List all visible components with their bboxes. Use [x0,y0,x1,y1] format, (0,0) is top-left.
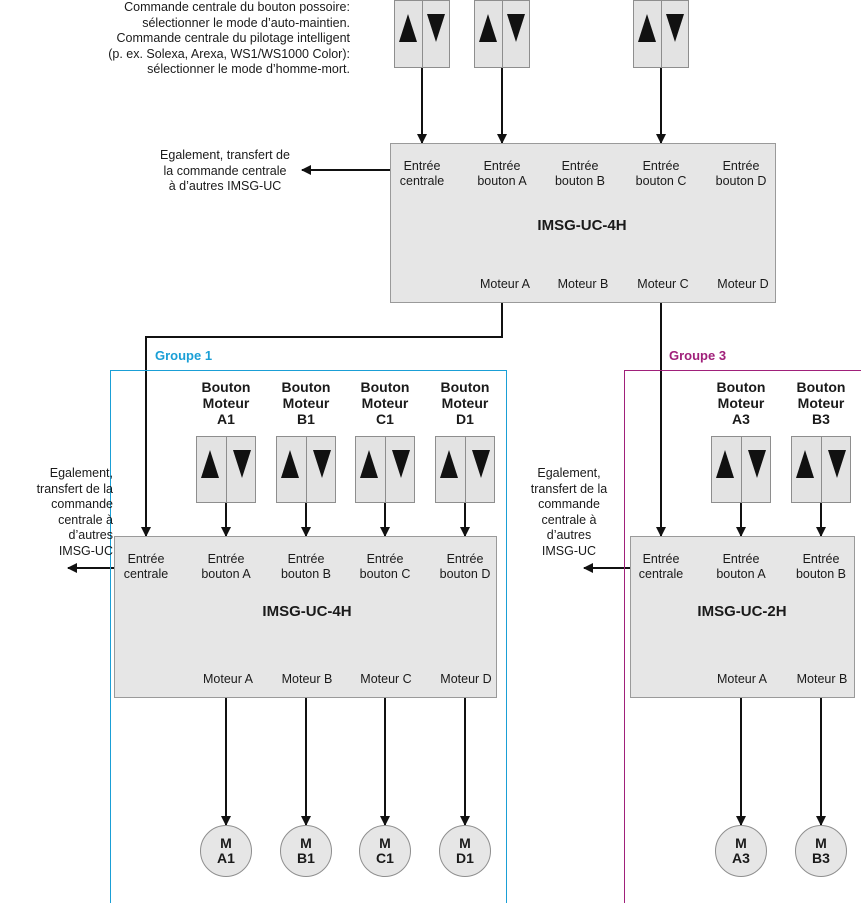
line-top-motor-a-to-group1 [141,303,503,537]
g3-module-output-b: Moteur B [796,672,848,686]
top-switch-a [474,0,530,68]
top-note-line: Commande centrale du bouton possoire: [124,0,350,14]
group-3-module [630,536,855,698]
g1-switch-d1 [435,436,495,503]
up-triangle-icon [796,450,814,478]
g1-switch-b1 [276,436,336,503]
down-triangle-icon [427,14,445,42]
top-module [390,143,776,303]
g1-module-output-b: Moteur B [281,672,333,686]
motor-b1 [280,825,332,877]
motor-d1 [439,825,491,877]
up-triangle-icon [201,450,219,478]
g1-module-output-a: Moteur A [202,672,254,686]
top-note-line: sélectionner le mode d’homme-mort. [147,62,350,77]
down-triangle-icon [666,14,684,42]
top-module-output-d: Moteur D [717,277,769,291]
up-triangle-icon [716,450,734,478]
down-triangle-icon [233,450,251,478]
top-switch-central [394,0,450,68]
down-triangle-icon [828,450,846,478]
group-1-frame [110,370,507,903]
g1-module-output-c: Moteur C [360,672,412,686]
down-triangle-icon [748,450,766,478]
g3-module-title: IMSG-UC-2H [697,603,787,620]
up-triangle-icon [360,450,378,478]
g1-switch-c1 [355,436,415,503]
motor-a1 [200,825,252,877]
group-3-label: Groupe 3 [669,348,727,363]
top-switch-c [633,0,689,68]
up-triangle-icon [638,14,656,42]
top-module-title: IMSG-UC-4H [537,217,627,234]
down-triangle-icon [313,450,331,478]
up-triangle-icon [281,450,299,478]
g3-switch-b3 [791,436,851,503]
group-1-module [114,536,497,698]
top-note-line: sélectionner le mode d’auto-maintien. [142,15,350,30]
g3-switch-a3 [711,436,771,503]
down-triangle-icon [507,14,525,42]
motor-a3 [715,825,767,877]
up-triangle-icon [440,450,458,478]
g1-switch-a1 [196,436,256,503]
down-triangle-icon [392,450,410,478]
up-triangle-icon [479,14,497,42]
g1-module-title: IMSG-UC-4H [262,603,352,620]
group-3-frame [624,370,861,903]
top-note: Commande centrale du bouton possoire: sé… [108,0,350,78]
down-triangle-icon [472,450,490,478]
motor-c1 [359,825,411,877]
top-note-line: Commande centrale du pilotage intelligen… [116,31,350,46]
top-transfer-note: Egalement, transfert de la commande cent… [160,148,290,194]
top-note-line: (p. ex. Solexa, Arexa, WS1/WS1000 Color)… [108,46,350,61]
top-module-output-c: Moteur C [637,277,689,291]
top-module-output-b: Moteur B [557,277,609,291]
motor-b3 [795,825,847,877]
g3-module-output-a: Moteur A [716,672,768,686]
g1-module-output-d: Moteur D [440,672,492,686]
up-triangle-icon [399,14,417,42]
group-1-label: Groupe 1 [155,348,213,363]
top-module-output-a: Moteur A [479,277,531,291]
